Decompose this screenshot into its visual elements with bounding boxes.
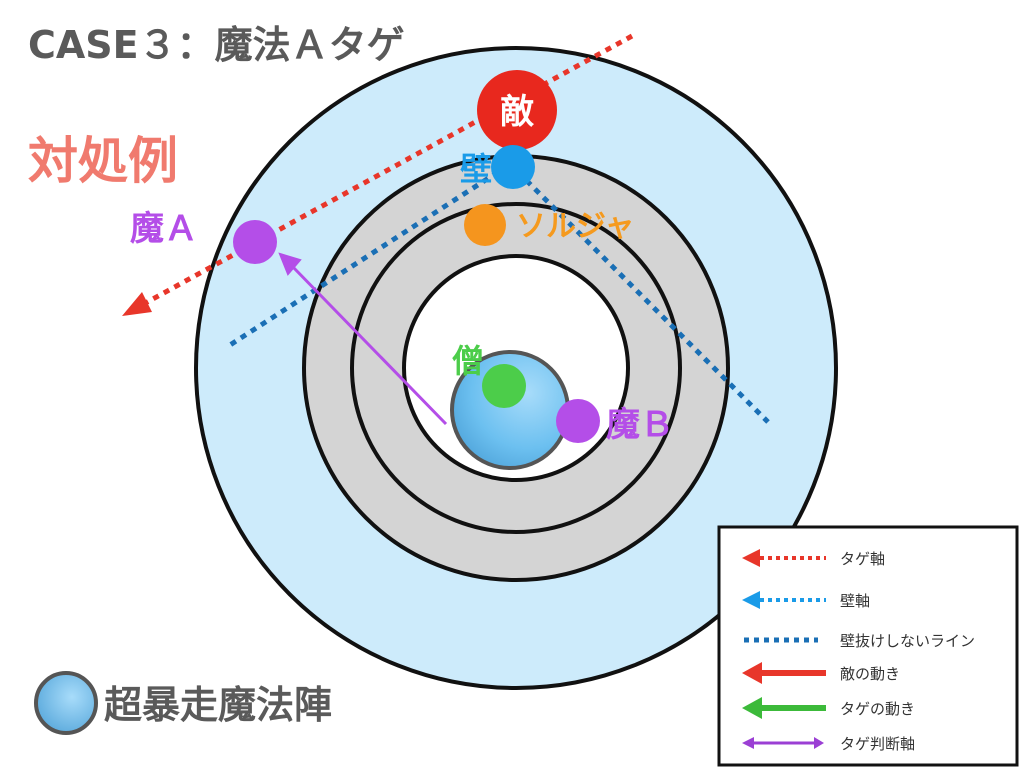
wall-no-pass-line-left	[228, 169, 500, 348]
magic-a-marker	[233, 220, 277, 264]
legend-label-target-movement: タゲの動き	[840, 700, 915, 718]
soldier-label: ソルジャ	[516, 209, 635, 244]
legend-label-target-judgement: タゲ判断軸	[840, 735, 915, 753]
legend-target-judgement-arrowhead-right	[814, 737, 824, 749]
magic-circle-legend-icon	[34, 671, 98, 735]
legend-target-axis-arrowhead	[742, 549, 760, 567]
magic-circle-legend-label: 超暴走魔法陣	[104, 683, 332, 727]
legend-label-target-axis: タゲ軸	[840, 550, 885, 568]
enemy-marker	[477, 70, 557, 150]
legend-label-wall-axis: 壁軸	[840, 592, 870, 610]
magic-b-marker	[556, 399, 600, 443]
target-axis-arrowhead	[122, 292, 152, 316]
wall-label: 壁	[460, 150, 492, 188]
example-label: 対処例	[28, 132, 178, 190]
legend: タゲ軸 壁軸 壁抜けしないライン 敵の動き タゲの動き タゲ判断軸	[717, 525, 1019, 767]
legend-target-judgement-arrowhead-left	[742, 737, 754, 749]
legend-wall-axis-arrowhead	[742, 591, 760, 609]
legend-label-wall-no-pass: 壁抜けしないライン	[840, 632, 975, 650]
monk-marker	[482, 364, 526, 408]
legend-enemy-movement-arrowhead	[742, 662, 762, 684]
legend-target-movement-arrowhead	[742, 697, 762, 719]
target-judgement-axis-line	[290, 264, 448, 426]
target-judgement-arrowhead	[278, 252, 302, 276]
enemy-label: 敵	[500, 92, 535, 132]
magic-b-label: 魔Ｂ	[606, 405, 674, 445]
monk-label: 僧	[452, 342, 484, 380]
soldier-marker	[464, 204, 506, 246]
legend-box	[717, 525, 1019, 767]
target-axis-line	[138, 33, 634, 309]
page-title: CASE３：魔法Ａタゲ	[28, 23, 405, 67]
wall-marker	[491, 145, 535, 189]
magic-a-label: 魔Ａ	[130, 209, 198, 249]
legend-label-enemy-movement: 敵の動き	[840, 665, 900, 683]
